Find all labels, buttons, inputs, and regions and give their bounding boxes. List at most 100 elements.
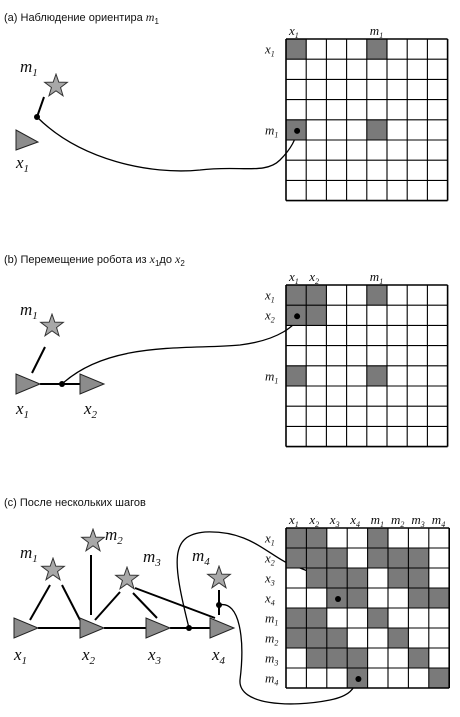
triangle-icon xyxy=(15,373,42,395)
matrix-cell-filled xyxy=(366,365,387,386)
matrix-cell-filled xyxy=(326,628,348,648)
matrix-row-label: m3 xyxy=(265,650,278,667)
scene-label-m3: m3 xyxy=(143,547,161,569)
observation-edge xyxy=(132,592,158,619)
panel-b-caption-var: x xyxy=(149,252,155,266)
panel-b-scene: m1 x1 x2 xyxy=(15,300,301,421)
matrix-row-label: m4 xyxy=(265,670,278,687)
link-dot xyxy=(59,381,65,387)
matrix-row-label: m2 xyxy=(265,630,278,647)
matrix-col-label: x2 xyxy=(308,269,319,286)
matrix-row-label: x2 xyxy=(264,308,275,325)
matrix-cell-filled xyxy=(408,648,429,668)
scene-label-x2: x2 xyxy=(81,645,96,667)
scene-label-m1: m1 xyxy=(20,543,38,565)
matrix-cell-filled xyxy=(366,285,387,306)
panel-a-caption-sub: 1 xyxy=(154,17,159,27)
matrix-cell-filled xyxy=(347,588,368,608)
matrix-row-label: x2 xyxy=(264,550,275,567)
matrix-cell-filled xyxy=(428,588,450,608)
star-icon xyxy=(41,557,65,581)
panel-a-caption-text: (a) Наблюдение ориентира xyxy=(4,12,146,24)
panel-a-caption: (a) Наблюдение ориентира m1 xyxy=(4,10,159,26)
triangle-icon xyxy=(13,617,40,639)
panel-c-scene: m1 m2 m3 m4 x1 x2 x3 x4 xyxy=(13,525,357,705)
matrix-cell-filled xyxy=(347,568,368,588)
matrix-cell-filled xyxy=(306,548,327,568)
panel-a-caption-var: m xyxy=(145,10,155,24)
matrix-col-label: m3 xyxy=(411,512,424,529)
matrix-row-label: x1 xyxy=(264,530,275,547)
matrix-col-label: m1 xyxy=(370,269,383,286)
observation-edge xyxy=(134,587,216,619)
observation-edge xyxy=(29,584,51,621)
scene-label-m2: m2 xyxy=(105,525,123,547)
observation-edge xyxy=(31,346,46,374)
matrix-cell-filled xyxy=(367,548,388,568)
panel-b-caption-mid: до xyxy=(159,254,175,266)
scene-label-m1: m1 xyxy=(20,300,38,322)
matrix-col-label: m1 xyxy=(371,512,384,529)
matrix-cell-filled xyxy=(326,548,348,568)
matrix-cell-filled xyxy=(286,39,307,60)
matrix-cell-filled xyxy=(347,648,368,668)
matrix-cell-filled xyxy=(286,365,307,386)
matrix-col-label: x4 xyxy=(349,512,360,529)
triangle-icon xyxy=(15,129,40,151)
matrix-cell-filled xyxy=(366,119,387,140)
scene-label-m1: m1 xyxy=(20,57,38,79)
scene-label-m4: m4 xyxy=(192,546,210,568)
scene-label-x4: x4 xyxy=(211,645,226,667)
matrix-col-label: m2 xyxy=(391,512,404,529)
panel-b-caption: (b) Перемещение робота из x1до x2 xyxy=(4,252,185,268)
star-icon xyxy=(207,565,231,589)
matrix-cell-filled xyxy=(306,608,327,628)
matrix-cell-filled xyxy=(408,548,429,568)
star-icon xyxy=(81,528,105,552)
matrix-cell-filled xyxy=(326,648,348,668)
matrix-col-label: x1 xyxy=(288,23,299,40)
matrix-cell-filled xyxy=(306,628,327,648)
matrix-cell-filled xyxy=(388,628,409,648)
panel-b-caption-sub2: 2 xyxy=(180,259,185,269)
scene-label-x3: x3 xyxy=(147,645,162,667)
link-dot xyxy=(216,602,222,608)
matrix-cell-filled xyxy=(306,285,327,306)
link-dot xyxy=(34,114,40,120)
triangle-icon xyxy=(79,373,106,395)
matrix-col-label: m1 xyxy=(370,23,383,40)
matrix-cell-filled xyxy=(408,588,429,608)
scene-label-x2: x2 xyxy=(83,399,98,421)
panel-b-caption-sub: 1 xyxy=(154,259,160,269)
link-to-matrix xyxy=(61,314,301,385)
matrix-row-label: x3 xyxy=(264,570,275,587)
matrix-row-label: x1 xyxy=(264,42,275,59)
matrix-cell-filled xyxy=(306,528,327,548)
matrix-col-label: x3 xyxy=(329,512,340,529)
scene-label-x1: x1 xyxy=(15,153,29,175)
matrix-col-label: x1 xyxy=(288,269,299,286)
star-icon xyxy=(115,566,139,590)
matrix-cell-filled xyxy=(366,39,387,60)
panel-b-caption-text: (b) Перемещение робота из xyxy=(4,254,150,266)
matrix-link-dot xyxy=(294,313,301,320)
triangle-icon xyxy=(79,617,106,639)
panel-a-scene: m1 x1 xyxy=(15,57,297,175)
link-dot xyxy=(186,625,192,631)
matrix-cell-filled xyxy=(408,568,429,588)
matrix-cell-filled xyxy=(286,608,307,628)
star-icon xyxy=(44,73,68,97)
matrix-cell-filled xyxy=(286,628,307,648)
matrix-cell-filled xyxy=(367,528,388,548)
matrix-col-label: x1 xyxy=(288,512,299,529)
matrix-col-label: m4 xyxy=(432,512,445,529)
matrix-row-label: m1 xyxy=(265,122,278,139)
observation-edge xyxy=(94,591,121,621)
matrix-col-label: x2 xyxy=(308,512,319,529)
matrix-cell-filled xyxy=(286,285,307,306)
matrix-link-dot xyxy=(335,596,342,602)
matrix-cell-filled xyxy=(306,568,327,588)
